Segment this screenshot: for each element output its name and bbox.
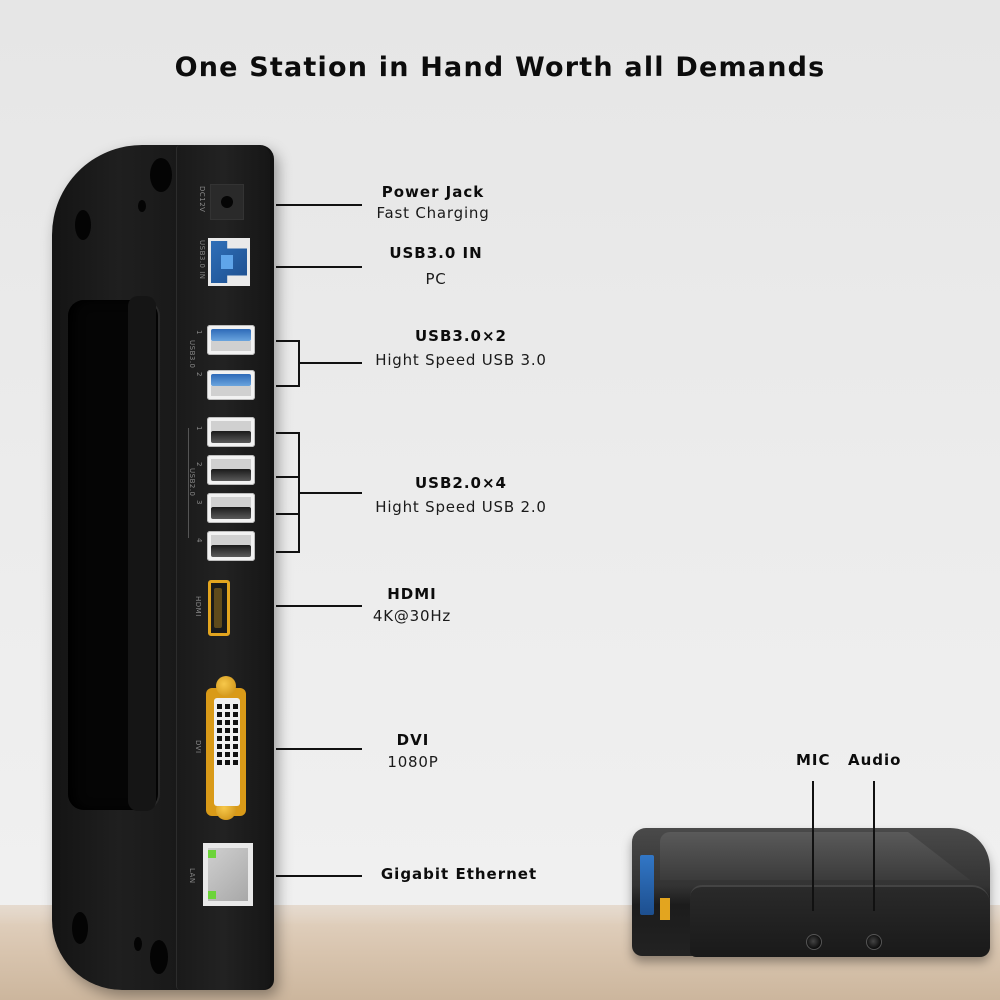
- mount-hole: [150, 940, 168, 974]
- bracket-usb2: [276, 513, 300, 515]
- usb2-port-3: [207, 493, 255, 523]
- label-dc12v: DC12V: [198, 186, 206, 213]
- label-usb3: USB3.0: [188, 340, 196, 369]
- usb2-port-4: [207, 531, 255, 561]
- callout-subtitle: PC: [425, 270, 447, 288]
- callout-title: HDMI: [387, 585, 437, 603]
- callout-title: USB2.0×4: [415, 474, 507, 492]
- usb2-port-number: 4: [195, 538, 203, 543]
- mount-hole: [75, 210, 91, 240]
- bracket-usb2: [298, 432, 300, 553]
- label-dvi: DVI: [194, 740, 202, 754]
- label-mic: MIC: [796, 751, 831, 769]
- leader-line-dvi: [276, 748, 362, 750]
- callout-usb3x2: USB3.0×2 Hight Speed USB 3.0: [366, 327, 556, 369]
- mount-hole: [72, 912, 88, 944]
- led-icon: [208, 850, 216, 858]
- usb2-port-2: [207, 455, 255, 485]
- usb3-port-2: [207, 370, 255, 400]
- callout-subtitle: 4K@30Hz: [372, 607, 452, 625]
- mount-hole: [138, 200, 146, 212]
- callout-title: USB3.0×2: [415, 327, 507, 345]
- hdmi-port: [208, 580, 230, 636]
- bracket-usb2: [276, 551, 300, 553]
- flat-dock-top: [660, 832, 970, 880]
- leader-line-ethernet: [276, 875, 362, 877]
- flat-dock-front: [690, 885, 990, 957]
- callout-title: Power Jack: [381, 183, 485, 201]
- headline: One Station in Hand Worth all Demands: [174, 52, 826, 83]
- callout-subtitle: Hight Speed USB 3.0: [375, 351, 547, 369]
- label-hdmi: HDMI: [194, 596, 202, 617]
- label-usb2: USB2.0: [188, 468, 196, 497]
- usb3-in-port: [208, 238, 250, 286]
- usb3-port-number: 1: [195, 330, 203, 335]
- leader-line-usb3: [300, 362, 362, 364]
- callout-title: DVI: [396, 731, 430, 749]
- leader-line-power: [276, 204, 362, 206]
- callout-subtitle: 1080P: [387, 753, 439, 771]
- bracket-usb2: [276, 476, 300, 478]
- usb2-port-1: [207, 417, 255, 447]
- leader-line-audio: [873, 781, 875, 911]
- callout-gigabit-ethernet: Gigabit Ethernet: [372, 865, 546, 883]
- bracket-usb3: [298, 340, 300, 387]
- power-jack-port: [210, 184, 244, 220]
- callout-title: USB3.0 IN: [389, 244, 483, 262]
- dvi-port: [214, 698, 240, 806]
- bracket-usb2: [276, 432, 300, 434]
- callout-subtitle: Hight Speed USB 2.0: [375, 498, 547, 516]
- label-lan: LAN: [188, 868, 196, 884]
- dock-slot-edge: [128, 296, 156, 811]
- usb2-port-number: 2: [195, 462, 203, 467]
- audio-jack: [866, 934, 882, 950]
- mic-jack: [806, 934, 822, 950]
- usb3-port-number: 2: [195, 372, 203, 377]
- led-icon: [208, 891, 216, 899]
- callout-power-jack: Power Jack Fast Charging: [366, 183, 500, 222]
- callout-dvi: DVI 1080P: [368, 731, 458, 771]
- ethernet-port: [203, 843, 253, 906]
- callout-hdmi: HDMI 4K@30Hz: [362, 585, 462, 625]
- bracket-usb3: [276, 340, 300, 342]
- bracket-usb3: [276, 385, 300, 387]
- label-usb3-in: USB3.0 IN: [198, 240, 206, 280]
- leader-line-mic: [812, 781, 814, 911]
- usb3-port-1: [207, 325, 255, 355]
- usb2-group-line: [188, 428, 189, 538]
- leader-line-usb2: [300, 492, 362, 494]
- usb2-port-number: 3: [195, 500, 203, 505]
- leader-line-usb-in: [276, 266, 362, 268]
- usb2-port-number: 1: [195, 426, 203, 431]
- flat-dock-side-hdmi: [660, 898, 670, 920]
- callout-title: Gigabit Ethernet: [380, 865, 538, 883]
- leader-line-hdmi: [276, 605, 362, 607]
- callout-usb2x4: USB2.0×4 Hight Speed USB 2.0: [366, 474, 556, 516]
- mount-hole: [150, 158, 172, 192]
- callout-usb3-in: USB3.0 IN PC: [376, 244, 496, 288]
- callout-subtitle: Fast Charging: [376, 204, 490, 222]
- label-audio: Audio: [848, 751, 902, 769]
- mount-hole: [134, 937, 142, 951]
- flat-dock-side-usb: [640, 855, 654, 915]
- dvi-screw: [216, 676, 236, 696]
